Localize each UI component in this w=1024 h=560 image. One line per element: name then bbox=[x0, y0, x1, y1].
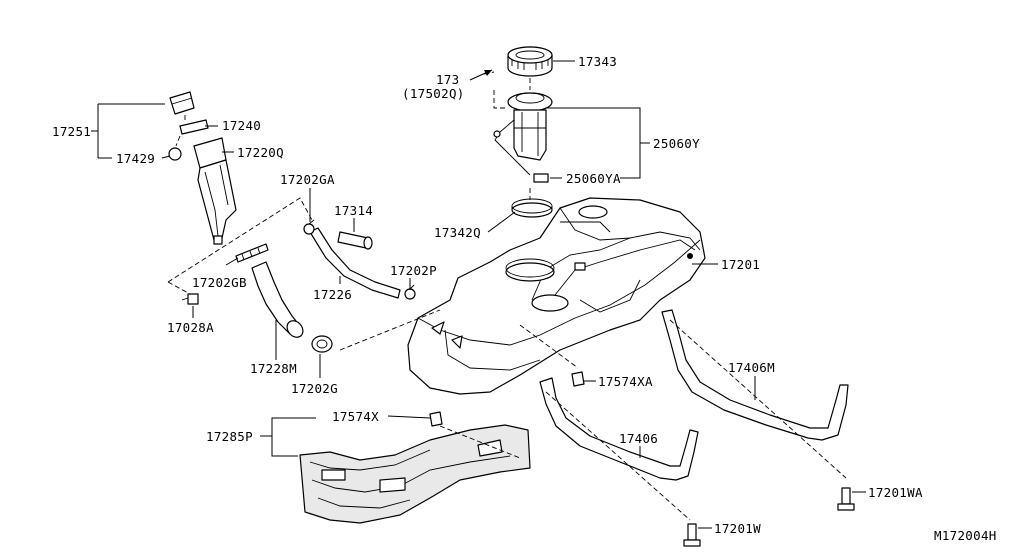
filler-ring-illustration bbox=[511, 198, 553, 218]
bolt-17028a-illustration bbox=[181, 293, 199, 305]
label-17201w: 17201W bbox=[714, 521, 761, 536]
label-17201: 17201 bbox=[721, 257, 760, 272]
label-17228m: 17228M bbox=[250, 361, 297, 376]
pump-opening-illustration bbox=[505, 258, 555, 282]
label-17202gb: 17202GB bbox=[192, 275, 247, 290]
label-17028a: 17028A bbox=[167, 320, 214, 335]
tube-17314-illustration bbox=[337, 231, 373, 250]
hose-17226-illustration bbox=[309, 227, 401, 299]
part-labels: 17343 173 (17502Q) 17251 17240 17429 172… bbox=[52, 54, 997, 543]
clip-17574x-illustration bbox=[429, 411, 443, 427]
band-17406m-illustration bbox=[661, 309, 849, 441]
label-173: 173 bbox=[436, 72, 459, 87]
label-17202p: 17202P bbox=[390, 263, 437, 278]
bolt-17201w-illustration bbox=[683, 523, 701, 547]
label-17240: 17240 bbox=[222, 118, 261, 133]
clamp-17202p-illustration bbox=[404, 284, 416, 300]
label-17201wa: 17201WA bbox=[868, 485, 923, 500]
fuel-tank-illustration bbox=[407, 197, 706, 395]
label-17406: 17406 bbox=[619, 431, 658, 446]
hose-17228m-illustration bbox=[251, 261, 304, 338]
label-17285p: 17285P bbox=[206, 429, 253, 444]
label-25060ya: 25060YA bbox=[566, 171, 621, 186]
label-17202ga: 17202GA bbox=[280, 172, 335, 187]
assembly-dashed-lines bbox=[167, 71, 847, 521]
catalog-id: M172004H bbox=[934, 528, 997, 543]
fuel-pump-illustration bbox=[493, 92, 553, 183]
label-17429: 17429 bbox=[116, 151, 155, 166]
label-25060y: 25060Y bbox=[653, 136, 700, 151]
label-17202g: 17202G bbox=[291, 381, 338, 396]
lock-ring-illustration bbox=[507, 46, 553, 77]
band-17406-illustration bbox=[539, 377, 699, 481]
label-17574x: 17574X bbox=[332, 409, 379, 424]
label-17226: 17226 bbox=[313, 287, 352, 302]
label-17406m: 17406M bbox=[728, 360, 775, 375]
label-17220q: 17220Q bbox=[237, 145, 284, 160]
label-17574xa: 17574XA bbox=[598, 374, 653, 389]
filler-cap-illustration bbox=[168, 91, 237, 245]
reference-arrow-icon bbox=[469, 69, 493, 81]
label-17251: 17251 bbox=[52, 124, 91, 139]
clamp-17202ga-illustration bbox=[303, 219, 315, 235]
label-17314: 17314 bbox=[334, 203, 373, 218]
label-17343: 17343 bbox=[578, 54, 617, 69]
label-17502q: (17502Q) bbox=[402, 86, 465, 101]
clip-17202gb-illustration bbox=[235, 243, 269, 263]
clamp-17202g-illustration bbox=[311, 335, 333, 353]
label-17342q: 17342Q bbox=[434, 225, 481, 240]
bolt-17201wa-illustration bbox=[837, 487, 855, 511]
leader-lines bbox=[91, 60, 866, 529]
heat-insulator-illustration bbox=[299, 424, 531, 524]
clip-17574xa-illustration bbox=[571, 371, 585, 387]
